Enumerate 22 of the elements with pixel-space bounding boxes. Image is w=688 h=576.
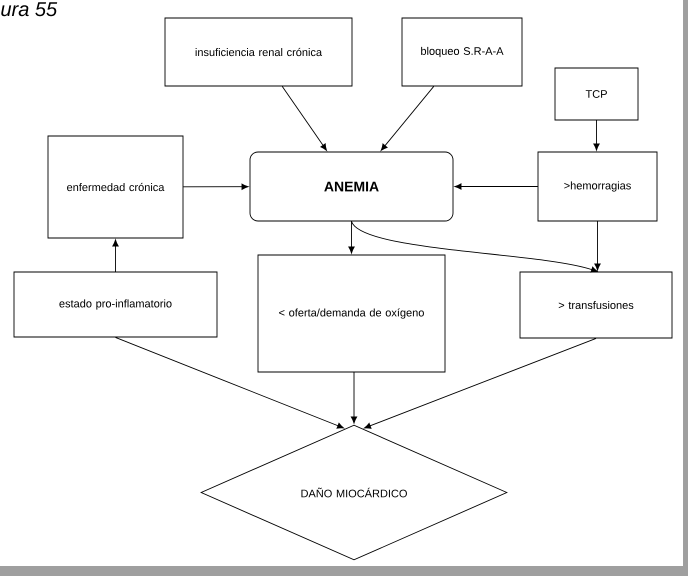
process-box: TCP <box>554 68 638 120</box>
arrow <box>380 86 434 151</box>
arrow <box>351 221 598 273</box>
arrow <box>112 240 119 272</box>
process-box: bloqueo S.R-A-A <box>402 18 522 86</box>
arrow <box>593 120 600 150</box>
arrow <box>282 86 327 151</box>
rounded-box: ANEMIA <box>250 152 454 222</box>
caption-text: ura 55 <box>1 2 58 16</box>
arrow <box>183 184 248 190</box>
process-box: estado pro-inflamatorio <box>14 272 218 338</box>
process-box: > transfusiones <box>520 272 672 338</box>
arrow <box>115 337 344 429</box>
process-box: >hemorragias <box>538 152 658 222</box>
process-box: enfermedad crónica <box>48 136 184 238</box>
arrow <box>364 338 596 429</box>
arrow <box>348 221 355 254</box>
arrow <box>454 183 538 190</box>
process-box: insuficiencia renal crónica <box>164 18 352 86</box>
arrow <box>350 372 358 424</box>
arrow <box>594 221 601 270</box>
process-box: < oferta/demanda de oxígeno <box>258 254 446 372</box>
